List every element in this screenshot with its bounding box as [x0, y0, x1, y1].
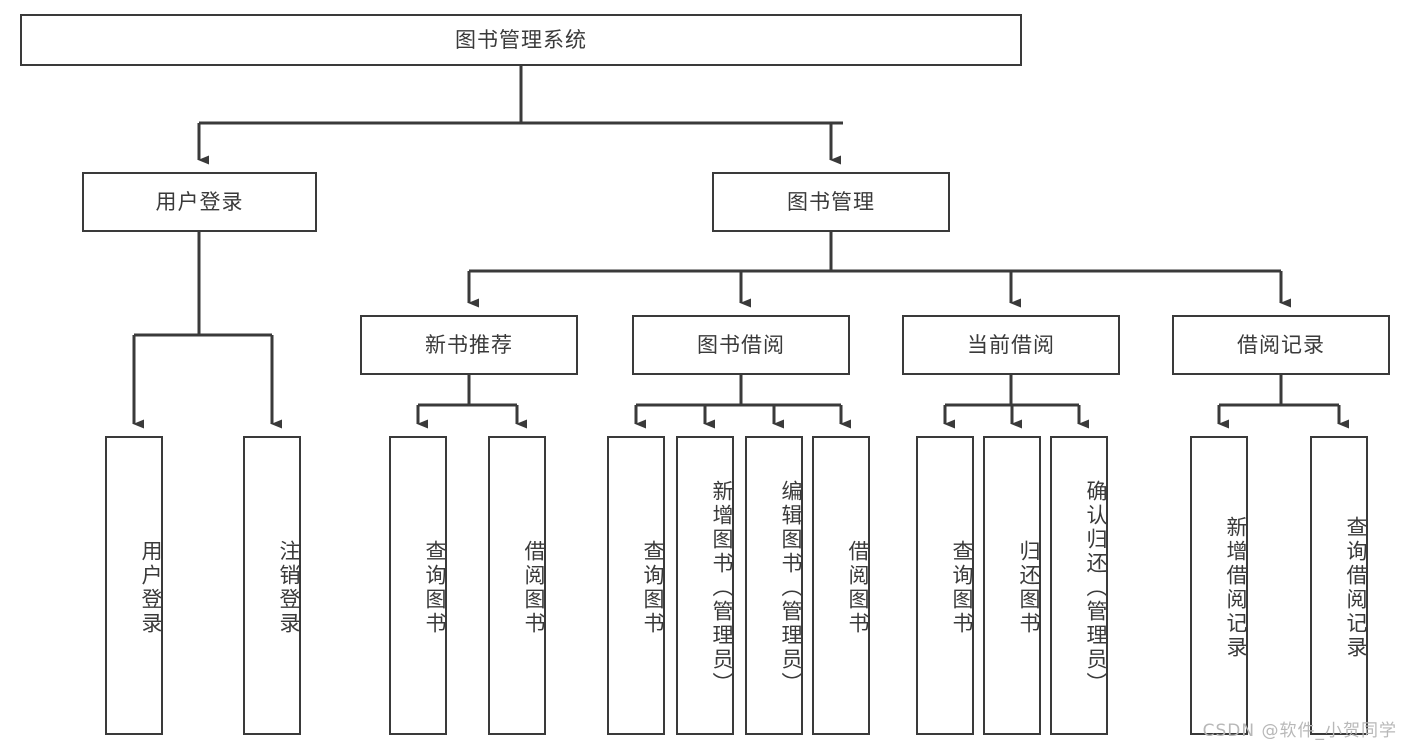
node-user-login-label: 用户登录 — [155, 189, 244, 214]
node-leaf-borrow-book-2[interactable]: 借阅图书 — [812, 436, 870, 735]
node-leaf-add-book-label: 新增图书（管理员） — [710, 479, 734, 696]
node-book-manage-label: 图书管理 — [787, 189, 875, 214]
node-borrow-record-label: 借阅记录 — [1237, 332, 1325, 357]
node-book-manage[interactable]: 图书管理 — [712, 172, 950, 232]
node-leaf-edit-book[interactable]: 编辑图书（管理员） — [745, 436, 803, 735]
node-leaf-return-book[interactable]: 归还图书 — [983, 436, 1041, 735]
watermark-text: CSDN @软件_小贺同学 — [1202, 721, 1397, 741]
node-leaf-query-record[interactable]: 查询借阅记录 — [1310, 436, 1368, 735]
node-book-borrow[interactable]: 图书借阅 — [632, 315, 850, 375]
node-leaf-add-record-label: 新增借阅记录 — [1224, 515, 1248, 660]
node-new-book-recommend[interactable]: 新书推荐 — [360, 315, 578, 375]
node-user-login[interactable]: 用户登录 — [82, 172, 317, 232]
node-new-book-recommend-label: 新书推荐 — [425, 332, 513, 357]
node-leaf-add-book[interactable]: 新增图书（管理员） — [676, 436, 734, 735]
node-leaf-return-book-label: 归还图书 — [1017, 539, 1041, 636]
node-borrow-record[interactable]: 借阅记录 — [1172, 315, 1390, 375]
node-leaf-user-login-label: 用户登录 — [139, 539, 163, 636]
node-leaf-borrow-book-2-label: 借阅图书 — [846, 539, 870, 636]
node-leaf-user-login[interactable]: 用户登录 — [105, 436, 163, 735]
node-leaf-logout[interactable]: 注销登录 — [243, 436, 301, 735]
node-leaf-edit-book-label: 编辑图书（管理员） — [779, 479, 803, 696]
node-book-borrow-label: 图书借阅 — [697, 332, 785, 357]
node-current-borrow[interactable]: 当前借阅 — [902, 315, 1120, 375]
node-leaf-query-book-1-label: 查询图书 — [423, 539, 447, 636]
node-root-label: 图书管理系统 — [455, 27, 587, 52]
node-leaf-borrow-book-1[interactable]: 借阅图书 — [488, 436, 546, 735]
node-current-borrow-label: 当前借阅 — [967, 332, 1055, 357]
node-leaf-query-record-label: 查询借阅记录 — [1344, 515, 1368, 660]
node-leaf-query-book-1[interactable]: 查询图书 — [389, 436, 447, 735]
node-root[interactable]: 图书管理系统 — [20, 14, 1022, 66]
node-leaf-confirm-return-label: 确认归还（管理员） — [1084, 479, 1108, 696]
node-leaf-query-book-2-label: 查询图书 — [641, 539, 665, 636]
node-leaf-logout-label: 注销登录 — [277, 539, 301, 636]
node-leaf-add-record[interactable]: 新增借阅记录 — [1190, 436, 1248, 735]
node-leaf-query-book-3[interactable]: 查询图书 — [916, 436, 974, 735]
node-leaf-query-book-3-label: 查询图书 — [950, 539, 974, 636]
node-leaf-query-book-2[interactable]: 查询图书 — [607, 436, 665, 735]
node-leaf-confirm-return[interactable]: 确认归还（管理员） — [1050, 436, 1108, 735]
node-leaf-borrow-book-1-label: 借阅图书 — [522, 539, 546, 636]
